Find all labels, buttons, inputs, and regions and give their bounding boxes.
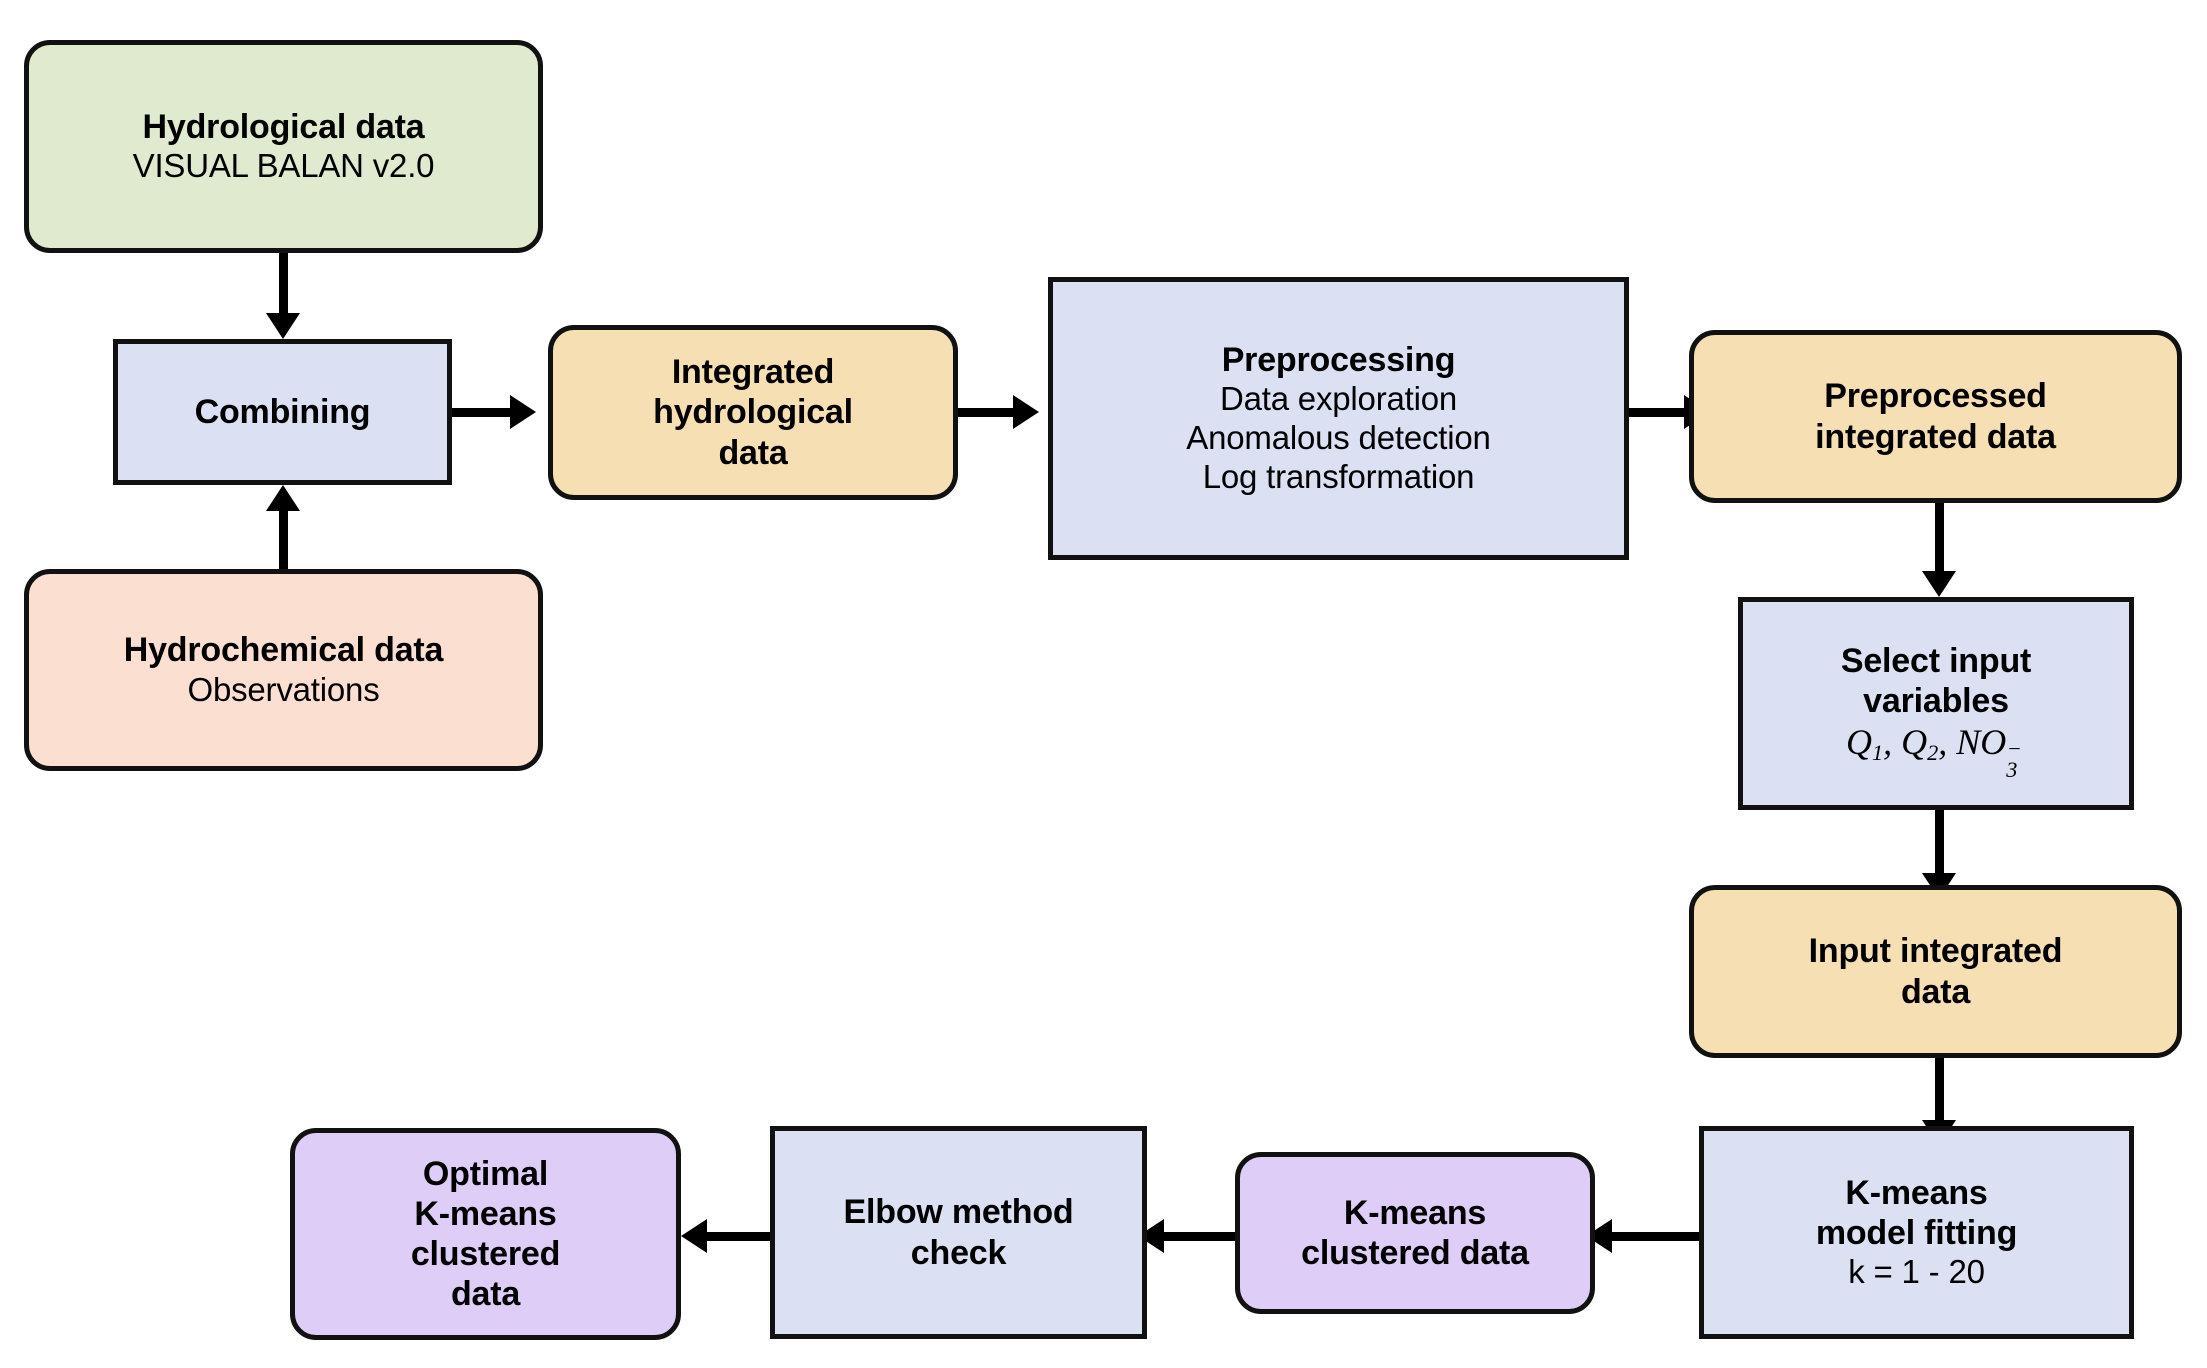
node-optimal-kmeans-clustered-data-line3: clustered xyxy=(410,1235,561,1273)
node-integrated-hydrological-data-line1: Integrated xyxy=(671,353,835,392)
node-kmeans-model-fitting[interactable]: K-means model fitting k = 1 - 20 xyxy=(1699,1126,2134,1339)
math-no-sup: − xyxy=(2006,736,2022,762)
math-q2-sub: 2 xyxy=(1927,740,1939,766)
node-hydrological-data[interactable]: Hydrological data VISUAL BALAN v2.0 xyxy=(24,40,543,253)
node-preprocessing-sub3: Log transformation xyxy=(1202,458,1475,496)
node-optimal-kmeans-clustered-data[interactable]: Optimal K-means clustered data xyxy=(290,1128,681,1340)
node-optimal-kmeans-clustered-data-line1: Optimal xyxy=(422,1154,549,1193)
node-combining-title: Combining xyxy=(194,392,371,431)
math-q2: Q xyxy=(1901,721,1928,762)
node-preprocessing-sub1: Data exploration xyxy=(1219,380,1458,418)
node-select-input-variables-line1: Select input xyxy=(1840,641,2032,680)
node-integrated-hydrological-data[interactable]: Integrated hydrological data xyxy=(548,325,958,500)
node-kmeans-clustered-data-line2: clustered data xyxy=(1301,1234,1529,1272)
node-combining[interactable]: Combining xyxy=(113,339,452,485)
node-input-integrated-data[interactable]: Input integrated data xyxy=(1689,885,2182,1058)
node-preprocessed-integrated-data-line1: Preprocessed xyxy=(1824,377,2047,416)
node-hydrochemical-data-subtitle: Observations xyxy=(187,670,380,708)
node-kmeans-model-fitting-line2: model fitting xyxy=(1815,1214,2018,1253)
node-kmeans-clustered-data[interactable]: K-means clustered data xyxy=(1235,1152,1595,1314)
node-integrated-hydrological-data-line2: hydrological xyxy=(653,393,853,432)
node-integrated-hydrological-data-line3: data xyxy=(718,433,788,472)
node-optimal-kmeans-clustered-data-line4: data xyxy=(450,1275,521,1314)
node-kmeans-clustered-data-line1: K-means xyxy=(1343,1193,1487,1232)
node-elbow-method-check[interactable]: Elbow method check xyxy=(770,1126,1147,1339)
math-sep2: , xyxy=(1938,721,1957,762)
math-no-sub: 3 xyxy=(2006,756,2018,782)
node-hydrological-data-title: Hydrological data xyxy=(142,107,425,146)
node-optimal-kmeans-clustered-data-line2: K-means xyxy=(414,1194,557,1233)
node-hydrochemical-data[interactable]: Hydrochemical data Observations xyxy=(24,569,543,771)
node-preprocessing-sub2: Anomalous detection xyxy=(1186,419,1491,457)
math-sep1: , xyxy=(1883,721,1902,762)
math-q1-sub: 1 xyxy=(1871,740,1884,766)
node-preprocessed-integrated-data[interactable]: Preprocessed integrated data xyxy=(1689,330,2182,503)
node-preprocessing-title: Preprocessing xyxy=(1221,341,1456,380)
node-kmeans-model-fitting-line1: K-means xyxy=(1845,1173,1988,1212)
node-kmeans-model-fitting-subtitle: k = 1 - 20 xyxy=(1848,1253,1985,1291)
math-no: NO xyxy=(1956,721,2007,762)
node-preprocessing[interactable]: Preprocessing Data exploration Anomalous… xyxy=(1048,277,1629,560)
node-elbow-method-check-line2: check xyxy=(910,1233,1007,1272)
node-input-integrated-data-line1: Input integrated xyxy=(1808,932,2063,971)
math-q1: Q xyxy=(1845,721,1872,762)
node-preprocessed-integrated-data-line2: integrated data xyxy=(1815,417,2056,456)
node-hydrological-data-subtitle: VISUAL BALAN v2.0 xyxy=(132,147,435,185)
node-hydrochemical-data-title: Hydrochemical data xyxy=(123,631,444,670)
node-elbow-method-check-line1: Elbow method xyxy=(843,1193,1074,1232)
node-select-input-variables-line2: variables xyxy=(1863,681,2009,720)
node-input-integrated-data-line2: data xyxy=(1900,972,1971,1011)
